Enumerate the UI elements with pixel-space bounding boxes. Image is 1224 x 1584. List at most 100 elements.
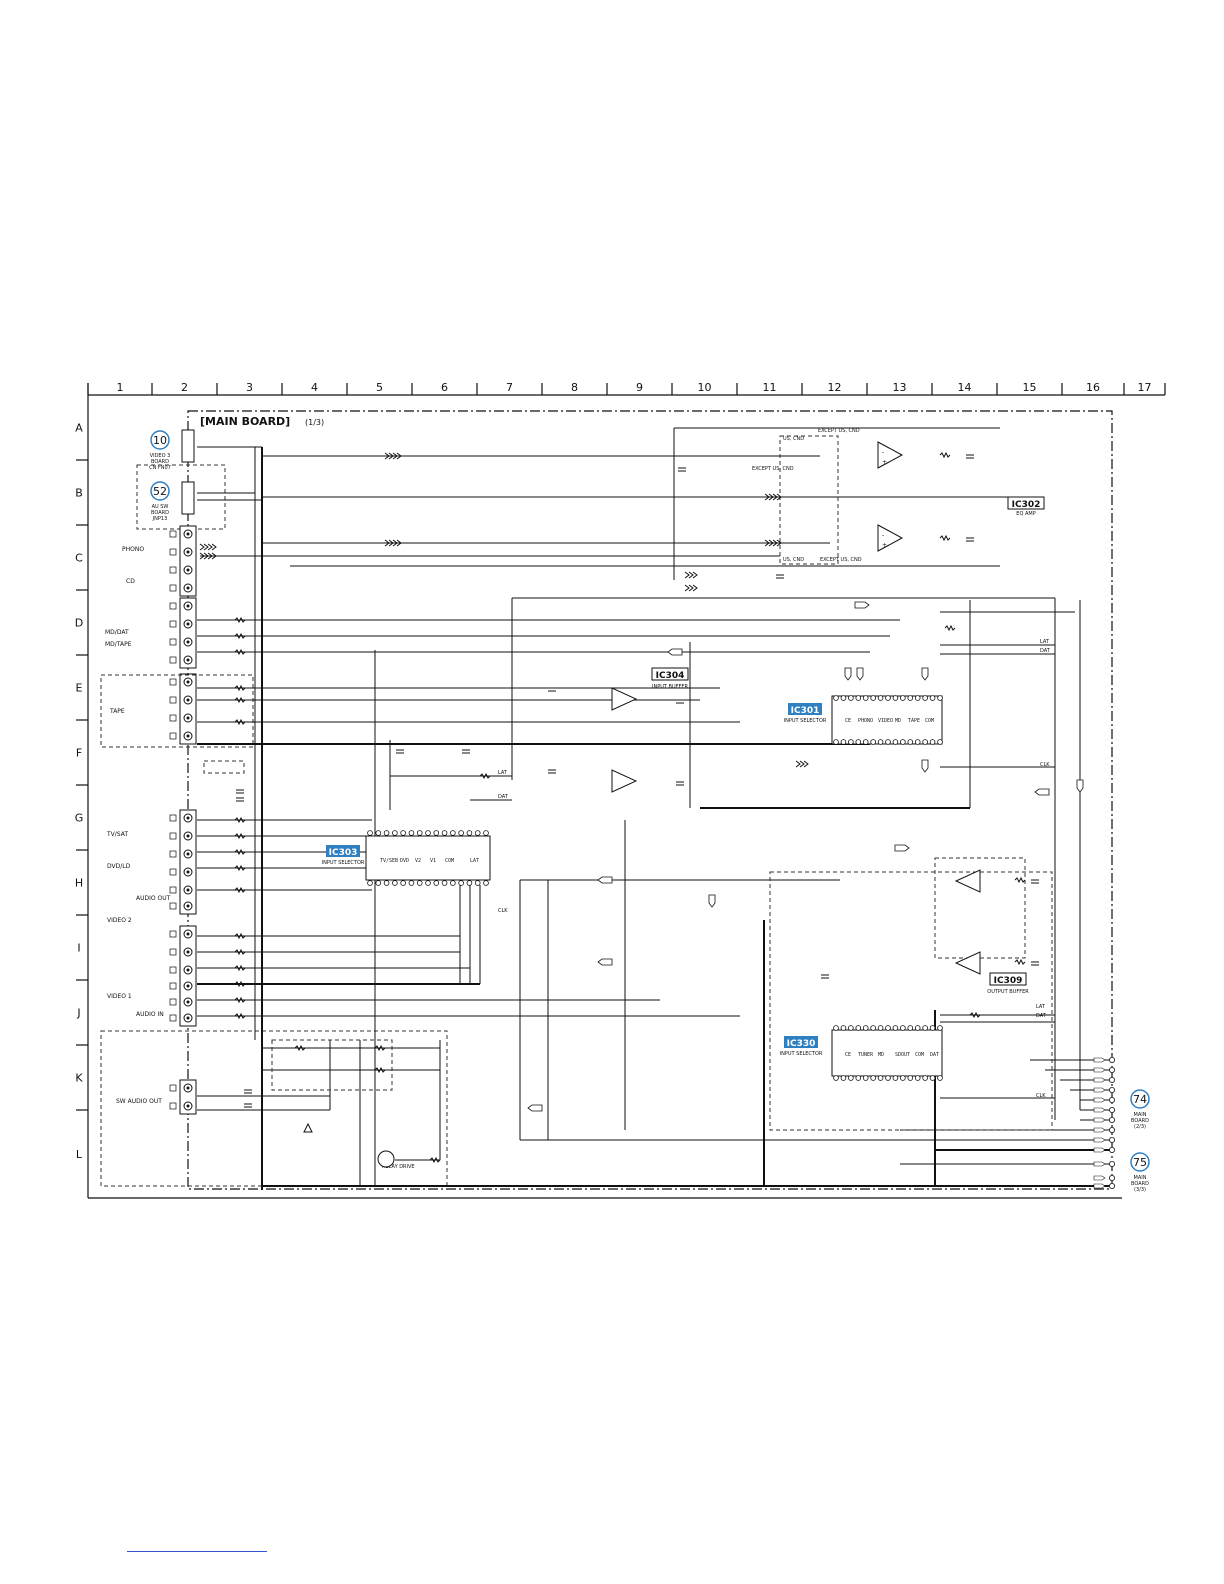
jack-label-cd: CD — [126, 578, 135, 585]
ic304-label: IC304 INPUT BUFFER — [651, 667, 689, 690]
svg-text:DAT: DAT — [930, 1052, 939, 1058]
connector-74: 74 MAIN BOARD (2/3) — [1130, 1089, 1150, 1130]
svg-text:COM: COM — [925, 718, 934, 724]
svg-text:INPUT SELECTOR: INPUT SELECTOR — [784, 718, 827, 724]
net-lat-ic303: LAT — [498, 770, 508, 776]
row-label-A: A — [75, 422, 83, 435]
column-label-11: 11 — [763, 381, 777, 394]
column-label-2: 2 — [181, 381, 188, 394]
jack-label-tape: TAPE — [109, 708, 125, 715]
svg-text:(3/3): (3/3) — [1134, 1187, 1146, 1193]
jack-label-audio-in: AUDIO IN — [136, 1011, 164, 1018]
column-label-6: 6 — [441, 381, 448, 394]
svg-text:+: + — [882, 542, 887, 549]
jack-label-dvd-ld: DVD/LD — [107, 863, 131, 870]
row-label-J: J — [76, 1007, 80, 1020]
svg-text:10: 10 — [153, 434, 167, 447]
svg-text:MD: MD — [895, 718, 901, 724]
svg-text:IC330: IC330 — [787, 1039, 816, 1049]
column-label-17: 17 — [1138, 381, 1152, 394]
board-title: [MAIN BOARD] — [200, 415, 290, 428]
svg-text:IC304: IC304 — [656, 671, 685, 681]
relay-box — [271, 1039, 393, 1091]
column-label-9: 9 — [636, 381, 643, 394]
ic-pins — [367, 695, 943, 1081]
svg-text:VIDEO: VIDEO — [878, 718, 893, 724]
row-label-I: I — [77, 942, 80, 955]
opamp-out-upper — [954, 869, 981, 893]
column-label-12: 12 — [828, 381, 842, 394]
footer-link-underline[interactable] — [127, 1551, 267, 1552]
row-label-D: D — [75, 617, 83, 630]
column-label-1: 1 — [117, 381, 124, 394]
net-dat: DAT — [1040, 648, 1051, 654]
note-except-top: EXCEPT US, CND — [818, 428, 860, 434]
net-clk: CLK — [1040, 762, 1050, 768]
fuse-box — [203, 760, 245, 774]
svg-text:CE: CE — [845, 718, 851, 724]
column-ruler — [87, 383, 1165, 1199]
column-label-15: 15 — [1023, 381, 1037, 394]
wire-bus — [197, 427, 1110, 1190]
opamp-buffer-lower — [611, 769, 638, 793]
net-lat-ic330: LAT — [1036, 1004, 1046, 1010]
opamp-eq-upper: - + — [877, 441, 904, 469]
svg-text:52: 52 — [153, 485, 167, 498]
jack-column — [169, 525, 197, 1115]
svg-text:75: 75 — [1133, 1156, 1147, 1169]
svg-text:PHONO: PHONO — [858, 718, 873, 724]
svg-text:JNP13: JNP13 — [152, 516, 168, 522]
ic303-label: IC303 INPUT SELECTOR — [322, 845, 365, 866]
row-label-G: G — [75, 812, 84, 825]
svg-text:(2/3): (2/3) — [1134, 1124, 1146, 1130]
svg-text:MAIN: MAIN — [1134, 1175, 1147, 1181]
note-us-cnd-bottom: US, CND — [783, 557, 804, 563]
svg-text:MD: MD — [878, 1052, 884, 1058]
except-us-block — [779, 435, 839, 565]
ic302-label: IC302 EQ AMP — [1007, 496, 1045, 517]
connector-52: 52 AU SW BOARD JNP13 — [150, 481, 170, 522]
row-label-K: K — [75, 1072, 83, 1085]
row-label-C: C — [75, 552, 83, 565]
column-label-8: 8 — [571, 381, 578, 394]
output-pin-stack — [1093, 1057, 1116, 1190]
ic301-body: CE PHONO VIDEO MD TAPE COM — [831, 695, 943, 745]
sw-out-group-box — [100, 1030, 448, 1187]
board-page: (1/3) — [305, 418, 324, 427]
column-label-3: 3 — [246, 381, 253, 394]
note-us-cnd-top: US, CND — [783, 436, 804, 442]
svg-text:COM: COM — [915, 1052, 924, 1058]
jack-label-video1: VIDEO 1 — [107, 993, 132, 1000]
column-label-13: 13 — [893, 381, 907, 394]
row-label-E: E — [76, 682, 83, 695]
column-label-10: 10 — [698, 381, 712, 394]
cn-header-1 — [181, 429, 195, 463]
svg-text:INPUT SELECTOR: INPUT SELECTOR — [780, 1051, 823, 1057]
signal-arrows — [199, 452, 1084, 1112]
column-label-16: 16 — [1086, 381, 1100, 394]
svg-text:TAPE: TAPE — [908, 718, 920, 724]
net-dat-ic330: DAT — [1036, 1013, 1047, 1019]
column-label-7: 7 — [506, 381, 513, 394]
connector-75: 75 MAIN BOARD (3/3) — [1130, 1152, 1150, 1193]
passive-components — [234, 451, 1039, 1164]
svg-text:BOARD: BOARD — [1131, 1118, 1149, 1124]
opamp-buffer-upper — [611, 687, 638, 711]
row-label-H: H — [75, 877, 83, 890]
ic309-label: IC309 OUTPUT BUFFER — [987, 972, 1029, 995]
relay-transistor-icon — [377, 1150, 395, 1168]
cn-box-52 — [136, 464, 226, 530]
note-except-bottom: EXCEPT US, CND — [820, 557, 862, 563]
svg-text:V2: V2 — [415, 858, 421, 864]
net-dat-ic303: DAT — [498, 794, 509, 800]
row-label-B: B — [75, 487, 83, 500]
ic301-label: IC301 INPUT SELECTOR — [784, 703, 827, 724]
jack-labels: PHONO CD MD/DAT MD/TAPE TAPE TV/SAT DVD/… — [105, 546, 171, 1105]
svg-text:LAT: LAT — [470, 858, 479, 864]
cn-header-2 — [181, 481, 195, 515]
connector-10: 10 VIDEO 3 BOARD CN FN07 — [149, 430, 171, 471]
jack-label-md-tape: MD/TAPE — [105, 641, 132, 648]
jack-label-phono: PHONO — [122, 546, 144, 553]
